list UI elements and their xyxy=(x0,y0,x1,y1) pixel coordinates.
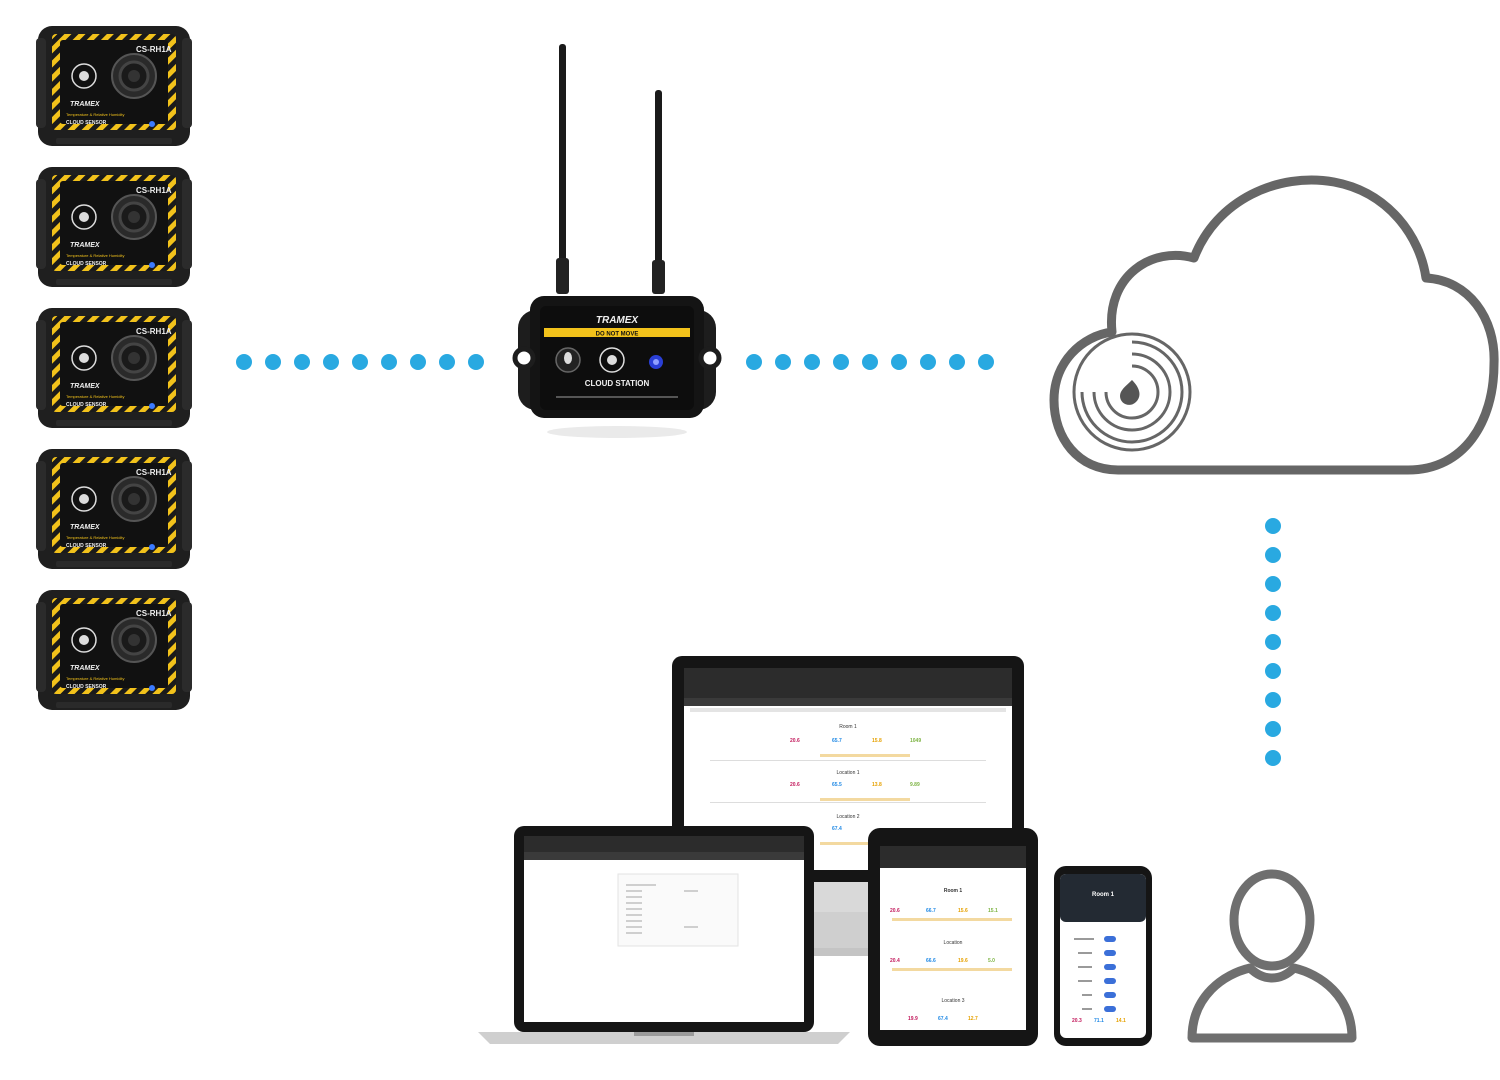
svg-text:19.6: 19.6 xyxy=(958,958,968,964)
svg-text:66.6: 66.6 xyxy=(926,958,936,964)
phone: Room 1 20.3 71.1 14.1 xyxy=(1054,866,1152,1046)
tablet-title: Room 1 xyxy=(944,888,963,894)
connector-dot xyxy=(1265,634,1281,650)
svg-text:20.3: 20.3 xyxy=(1072,1018,1082,1024)
svg-text:15.6: 15.6 xyxy=(958,908,968,914)
connector-dot xyxy=(294,354,310,370)
monitor-section-1: Room 1 xyxy=(839,724,857,730)
svg-text:71.1: 71.1 xyxy=(1094,1018,1104,1024)
svg-text:66.7: 66.7 xyxy=(926,908,936,914)
connector-station-to-cloud xyxy=(746,354,994,370)
connector-dot xyxy=(265,354,281,370)
cloud-station: TRAMEX DO NOT MOVE CLOUD STATION xyxy=(512,44,722,438)
svg-text:1049: 1049 xyxy=(910,738,921,744)
connector-dot xyxy=(468,354,484,370)
connector-dot xyxy=(949,354,965,370)
tablet-section-3: Location 3 xyxy=(941,998,964,1004)
phone-title: Room 1 xyxy=(1092,892,1115,898)
cloud-sensor-4 xyxy=(36,447,192,571)
cloud-sensor-3 xyxy=(36,306,192,430)
connector-dot xyxy=(1265,750,1281,766)
connector-dot xyxy=(1265,547,1281,563)
connector-dot xyxy=(1265,576,1281,592)
connector-dot xyxy=(1265,721,1281,737)
svg-text:9.89: 9.89 xyxy=(910,782,920,788)
connector-dot xyxy=(381,354,397,370)
svg-text:13.8: 13.8 xyxy=(872,782,882,788)
connector-sensors-to-station xyxy=(236,354,484,370)
svg-text:20.6: 20.6 xyxy=(790,782,800,788)
connector-dot xyxy=(1265,605,1281,621)
svg-text:20.6: 20.6 xyxy=(790,738,800,744)
tablet-section-2: Location xyxy=(944,940,963,946)
laptop xyxy=(478,826,850,1044)
connector-dot xyxy=(746,354,762,370)
svg-text:19.9: 19.9 xyxy=(908,1016,918,1022)
station-caption: CLOUD STATION xyxy=(585,379,650,388)
svg-text:20.4: 20.4 xyxy=(890,958,900,964)
connector-dot xyxy=(804,354,820,370)
svg-text:20.6: 20.6 xyxy=(890,908,900,914)
connector-dot xyxy=(891,354,907,370)
user-icon xyxy=(1187,869,1357,1043)
svg-text:65.5: 65.5 xyxy=(832,782,842,788)
svg-text:67.4: 67.4 xyxy=(938,1016,948,1022)
svg-text:5.0: 5.0 xyxy=(988,958,995,964)
connector-dot xyxy=(978,354,994,370)
cloud-sensor-1 xyxy=(36,24,192,148)
connector-dot xyxy=(920,354,936,370)
connector-dot xyxy=(1265,518,1281,534)
connector-dot xyxy=(439,354,455,370)
svg-text:67.4: 67.4 xyxy=(832,826,842,832)
svg-text:15.1: 15.1 xyxy=(988,908,998,914)
connector-dot xyxy=(1265,663,1281,679)
connector-dot xyxy=(323,354,339,370)
connector-dot xyxy=(352,354,368,370)
cloud-sensor-2 xyxy=(36,165,192,289)
cloud-icon xyxy=(1049,175,1499,475)
connector-dot xyxy=(833,354,849,370)
connector-cloud-to-user xyxy=(1265,518,1281,766)
svg-text:65.7: 65.7 xyxy=(832,738,842,744)
station-warning: DO NOT MOVE xyxy=(596,332,639,338)
station-brand: TRAMEX xyxy=(596,315,640,326)
svg-text:12.7: 12.7 xyxy=(968,1016,978,1022)
connector-dot xyxy=(1265,692,1281,708)
monitor-section-3: Location 2 xyxy=(836,814,859,820)
cloud-sensor-5 xyxy=(36,588,192,712)
monitor-section-2: Location 1 xyxy=(836,770,859,776)
connector-dot xyxy=(775,354,791,370)
connector-dot xyxy=(236,354,252,370)
connector-dot xyxy=(862,354,878,370)
tramex-drop-logo xyxy=(1072,332,1192,452)
connector-dot xyxy=(410,354,426,370)
svg-text:14.1: 14.1 xyxy=(1116,1018,1126,1024)
svg-text:15.8: 15.8 xyxy=(872,738,882,744)
